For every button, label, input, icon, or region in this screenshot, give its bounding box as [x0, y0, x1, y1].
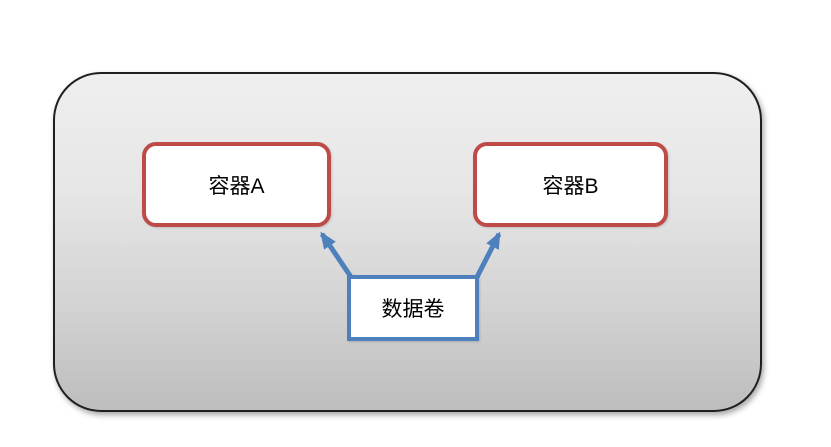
node-container-b: 容器B [473, 142, 668, 227]
container-a-label: 容器A [208, 174, 265, 198]
node-data-volume: 数据卷 [347, 275, 479, 341]
data-volume-label: 数据卷 [381, 298, 445, 321]
host-outer-container [53, 72, 762, 412]
node-container-a: 容器A [142, 142, 331, 227]
container-b-label: 容器B [542, 174, 599, 198]
